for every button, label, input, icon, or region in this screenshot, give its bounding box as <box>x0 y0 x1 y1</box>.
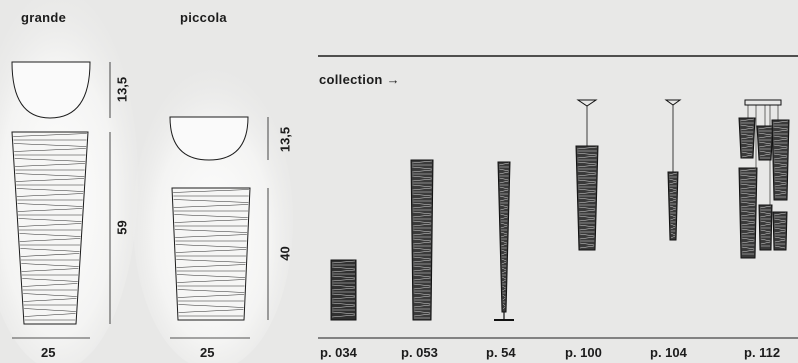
grande-head-drawing <box>11 61 91 119</box>
diffuser-stripe <box>16 193 84 197</box>
grande-body-height: 59 <box>114 220 130 235</box>
diffuser-stripe <box>174 219 248 223</box>
diffuser-stripe <box>16 188 84 192</box>
piccola-label: piccola <box>180 10 227 25</box>
collection-page-ref-5[interactable]: p. 104 <box>650 345 687 360</box>
collection-page-ref-2[interactable]: p. 053 <box>401 345 438 360</box>
collection-texture <box>740 118 754 158</box>
collection-texture <box>759 205 772 247</box>
diffuser-stripe <box>14 158 86 162</box>
diffuser-stripe <box>15 178 85 182</box>
collection-texture <box>758 126 772 159</box>
diffuser-stripe <box>173 204 249 208</box>
collection-drawings <box>330 99 790 321</box>
diffuser-stripe <box>22 278 78 282</box>
grande-body-drawing <box>11 131 89 325</box>
diffuser-stripe <box>178 304 244 308</box>
diffuser-stripe <box>175 244 247 248</box>
diffuser-stripe <box>22 283 78 287</box>
diffuser-stripe <box>177 289 245 293</box>
piccola-body-drawing <box>171 187 251 321</box>
diffuser-stripe <box>178 309 244 313</box>
diffuser-stripe <box>19 238 81 242</box>
collection-texture <box>740 168 756 255</box>
grande-label: grande <box>21 10 67 25</box>
diffuser-stripe <box>17 208 83 212</box>
diffuser-stripe <box>17 203 83 207</box>
collection-texture <box>577 146 597 249</box>
diffuser-stripe <box>173 199 249 203</box>
collection-texture <box>412 160 432 319</box>
diffuser-stripe <box>18 218 82 222</box>
collection-item-5-drawing <box>664 99 682 241</box>
collection-page-ref-6[interactable]: p. 112 <box>744 345 781 360</box>
diffuser-stripe <box>175 234 247 238</box>
diffuser-stripe <box>177 294 245 298</box>
collection-texture <box>774 212 786 249</box>
diffuser-stripe <box>176 259 246 263</box>
grande-head-height: 13,5 <box>114 76 130 103</box>
piccola-width: 25 <box>200 345 215 360</box>
collection-item-4-drawing <box>575 99 599 251</box>
diffuser-stripe <box>18 223 82 227</box>
collection-texture <box>668 172 678 239</box>
diffuser-stripe <box>15 173 85 177</box>
piccola-head-drawing <box>169 116 249 161</box>
diffuser-stripe <box>174 229 248 233</box>
diffuser-stripe <box>23 293 77 297</box>
grande-width: 25 <box>41 345 56 360</box>
diffuser-stripe <box>176 264 246 268</box>
diffuser-stripe <box>21 268 79 272</box>
diffuser-stripe <box>24 313 76 317</box>
collection-page-ref-3[interactable]: p. 54 <box>486 345 516 360</box>
diffuser-stripe <box>21 263 79 267</box>
collection-texture <box>499 162 509 310</box>
diffuser-stripe <box>175 249 247 253</box>
collection-heading: collection → <box>319 72 400 87</box>
diffuser-stripe <box>20 253 80 257</box>
collection-texture <box>773 120 788 198</box>
collection-item-6-drawing <box>738 99 790 259</box>
diffuser-stripe <box>20 248 80 252</box>
diffuser-stripe <box>19 233 81 237</box>
collection-page-ref-4[interactable]: p. 100 <box>565 345 602 360</box>
diffuser-stripe <box>15 163 85 167</box>
diffuser-stripe <box>14 148 86 152</box>
diffuser-stripe <box>173 189 249 193</box>
collection-page-ref-1[interactable]: p. 034 <box>320 345 357 360</box>
diffuser-stripe <box>13 133 87 137</box>
diffuser-stripe <box>13 143 87 147</box>
piccola-body-height: 40 <box>277 246 293 261</box>
diffuser-stripe <box>23 298 77 302</box>
collection-texture <box>331 260 356 318</box>
diffuser-stripe <box>174 214 248 218</box>
piccola-head-height: 13,5 <box>277 126 293 153</box>
diffuser-stripe <box>177 279 245 283</box>
diffuser-stripe <box>176 274 246 278</box>
diffuser-stripe <box>24 308 76 312</box>
